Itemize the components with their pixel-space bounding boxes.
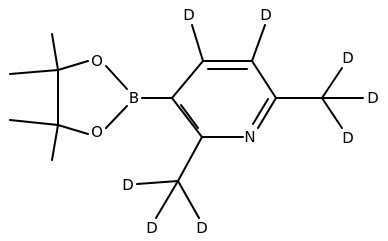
bond-c5-d [251,24,266,62]
bond-methyl-right-d-bottom [321,97,343,129]
bond-methyl-4 [51,124,59,161]
bond-methyl-3 [9,119,59,126]
oxygen-bottom-label: O [91,123,103,141]
bond-c2-c3 [171,97,203,138]
bond-o-b-top [105,65,128,90]
deuterium-ring-left-label: D [183,6,195,24]
oxygen-top-label: O [91,52,103,70]
deuterium-methyl-bottom-left-label: D [122,176,134,194]
bond-methyl-bottom-d-mid [155,180,179,219]
bond-o-b-bottom [105,105,128,129]
nitrogen-label: N [244,128,255,146]
bond-c2-methyl [177,136,203,182]
deuterium-methyl-right-top-label: D [342,49,354,67]
deuterium-methyl-bottom-mid-label: D [146,219,158,237]
deuterium-methyl-right-bottom-label: D [342,129,354,147]
atom-labels: B O O N D D D D D D D D [91,6,379,237]
boron-label: B [129,89,139,107]
bond-c2-c3-double [180,104,199,129]
bond-c5-c6 [251,60,277,99]
bond-c3-c4 [171,60,204,99]
bond-c6-n-double [252,98,269,125]
bond-methyl-bottom-d-left [136,180,179,185]
bond-c-o-top [57,60,89,71]
bond-methyl-right-d-top [321,67,343,99]
bond-c-o-bottom [57,124,89,135]
bond-c4-d [191,24,204,62]
bond-methyl-bottom-d-right [177,180,200,219]
deuterium-methyl-bottom-right-label: D [196,219,208,237]
bond-methyl-1 [51,33,59,71]
bond-methyl-2 [9,69,59,75]
bond-lines [9,24,364,219]
bond-c6-n [257,97,277,129]
deuterium-methyl-right-mid-label: D [367,89,379,107]
deuterium-ring-right-label: D [260,6,272,24]
